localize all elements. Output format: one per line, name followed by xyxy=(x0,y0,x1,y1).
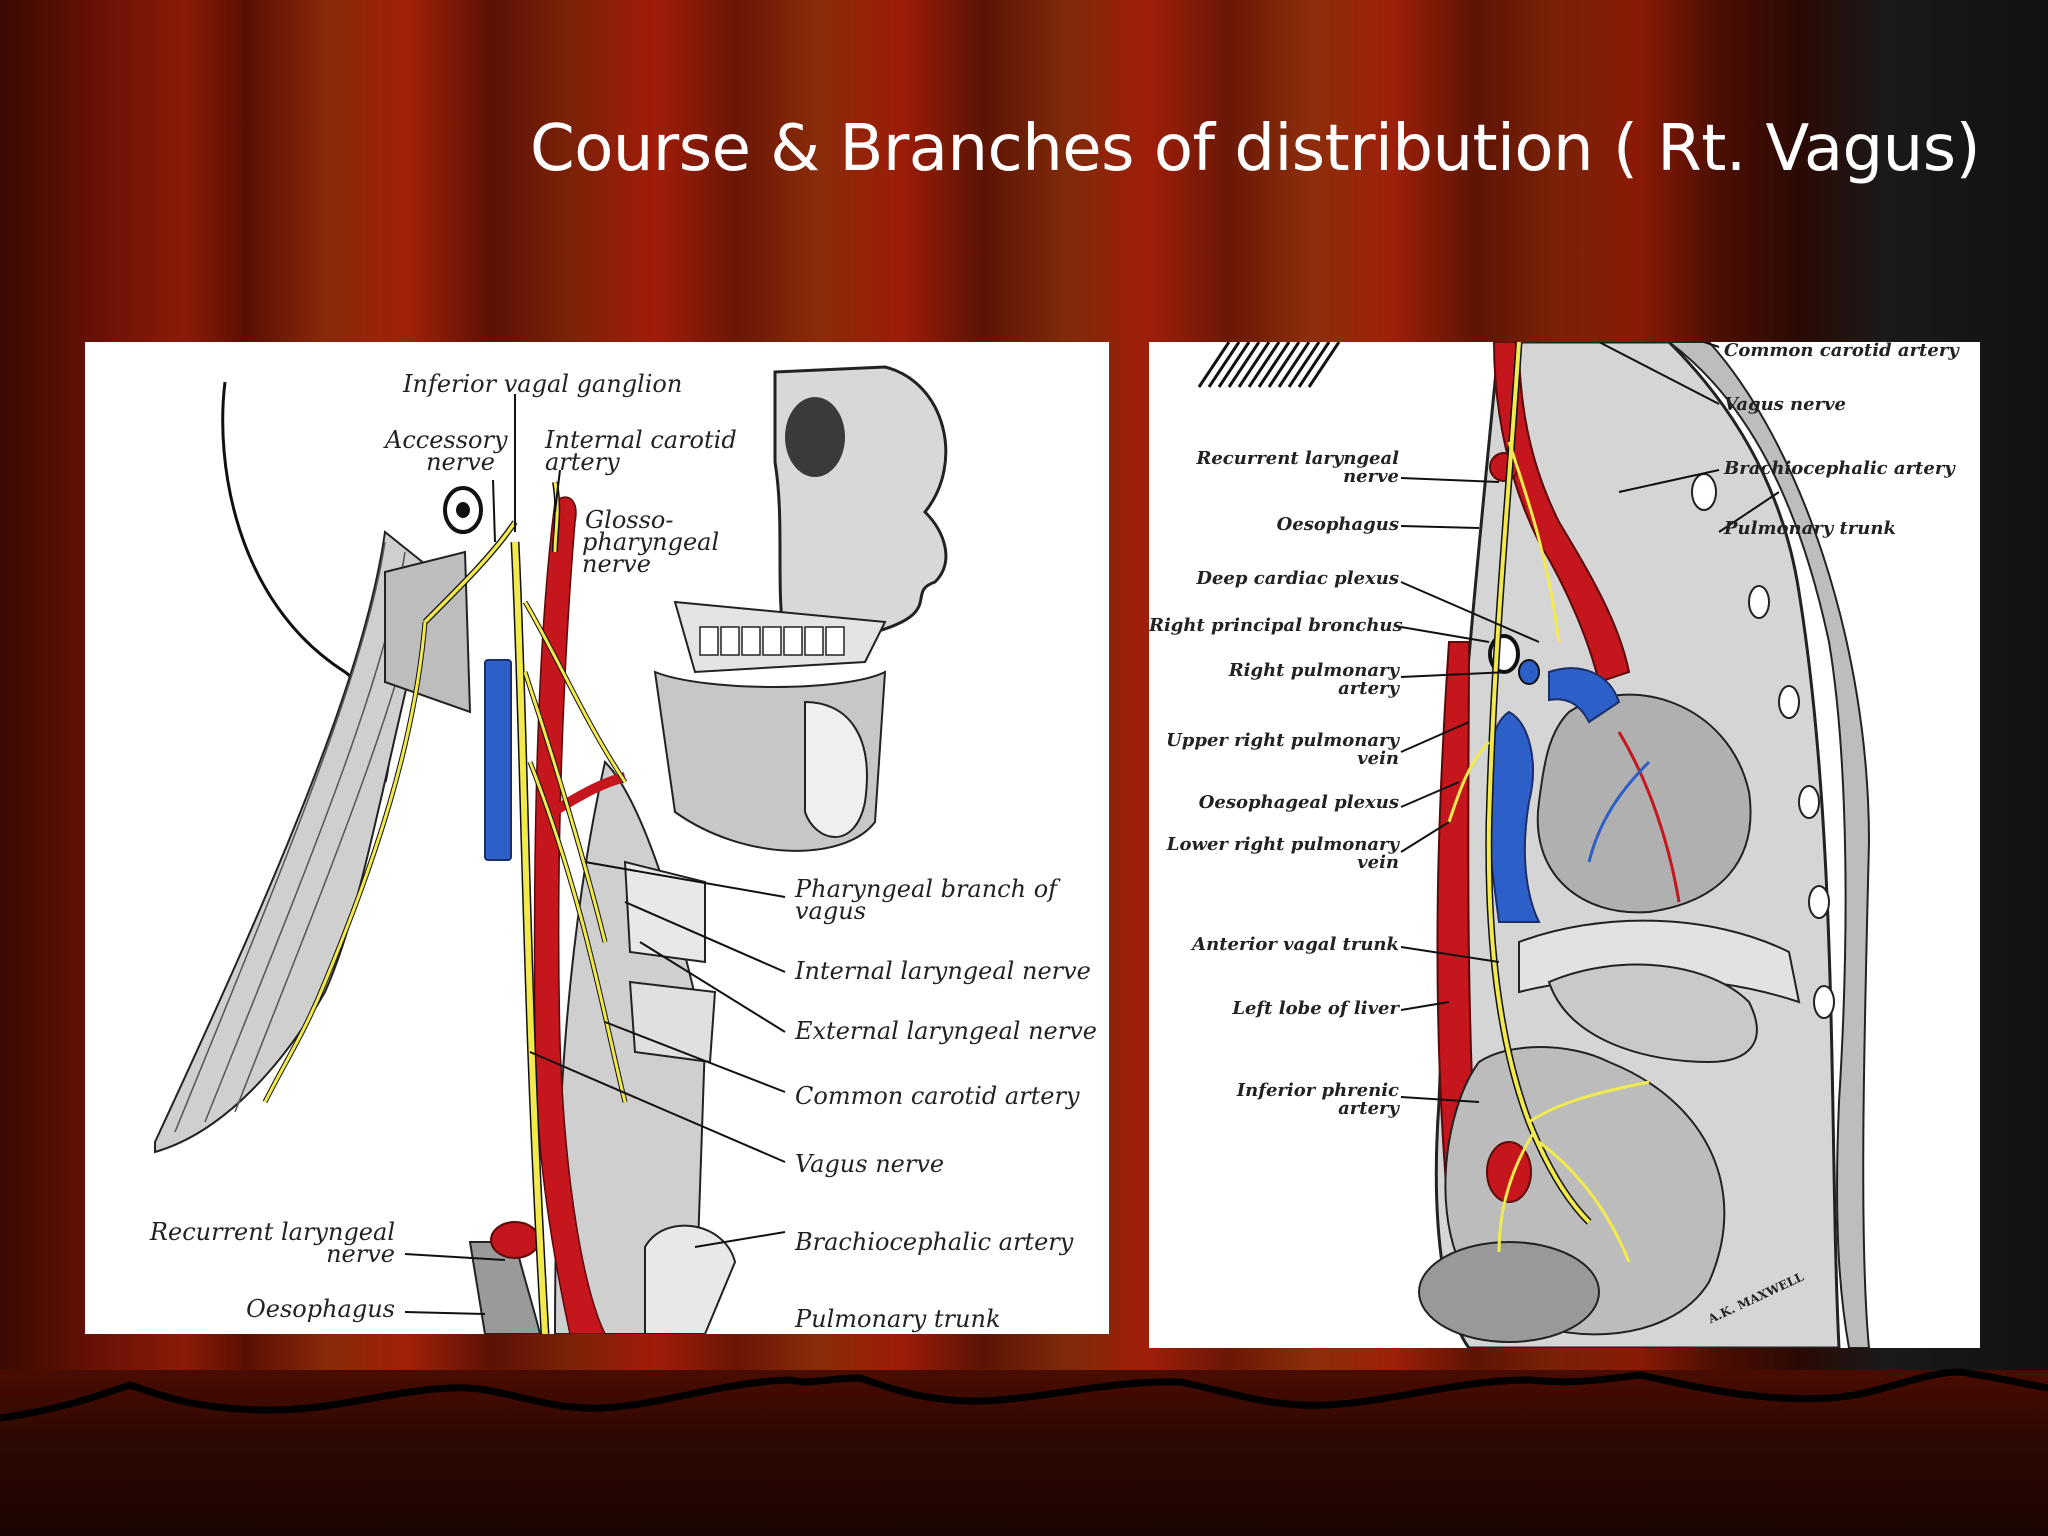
label-vagus-nerve: Vagus nerve xyxy=(1724,394,1846,415)
label-accessory-nerve-2: nerve xyxy=(426,448,495,476)
label-common-carotid-artery: Common carotid artery xyxy=(1724,342,1959,361)
label-pulmonary-trunk: Pulmonary trunk xyxy=(1724,518,1896,539)
label-inferior-phrenic-artery-1: Inferior phrenic xyxy=(1236,1080,1399,1101)
label-glosso-2: pharyngeal xyxy=(582,528,720,556)
label-glosso-3: nerve xyxy=(582,550,651,578)
label-upper-right-pulmonary-vein-1: Upper right pulmonary xyxy=(1166,730,1399,751)
label-lower-right-pulmonary-vein-2: vein xyxy=(1357,852,1399,873)
label-right-principal-bronchus: Right principal bronchus xyxy=(1149,615,1403,636)
label-internal-carotid-2: artery xyxy=(545,448,620,476)
label-pharyngeal-branch-2: vagus xyxy=(795,897,867,925)
label-recurrent-laryngeal-2: nerve xyxy=(326,1240,395,1268)
label-brachiocephalic-artery: Brachiocephalic artery xyxy=(1724,458,1955,479)
neck-illustration xyxy=(154,365,948,1334)
label-vagus-nerve: Vagus nerve xyxy=(795,1150,945,1178)
label-common-carotid: Common carotid artery xyxy=(795,1082,1080,1110)
label-left-lobe-of-liver: Left lobe of liver xyxy=(1232,998,1399,1019)
label-inferior-phrenic-artery-2: artery xyxy=(1338,1098,1399,1119)
label-recurrent-laryngeal-1: Recurrent laryngeal xyxy=(149,1218,395,1246)
label-deep-cardiac-plexus: Deep cardiac plexus xyxy=(1196,568,1399,589)
label-pulmonary-trunk: Pulmonary trunk xyxy=(795,1305,1001,1333)
label-right-pulmonary-artery-1: Right pulmonary xyxy=(1228,660,1399,681)
label-brachiocephalic-artery: Brachiocephalic artery xyxy=(795,1228,1074,1256)
thorax-illustration xyxy=(1197,342,1871,1348)
label-external-laryngeal: External laryngeal nerve xyxy=(795,1017,1097,1045)
slide-title: Course & Branches of distribution ( Rt. … xyxy=(530,112,1981,186)
label-recurrent-laryngeal-2: nerve xyxy=(1343,466,1399,487)
label-lower-right-pulmonary-vein-1: Lower right pulmonary xyxy=(1166,834,1399,855)
label-anterior-vagal-trunk: Anterior vagal trunk xyxy=(1192,934,1399,955)
label-oesophagus: Oesophagus xyxy=(246,1295,395,1323)
label-oesophagus: Oesophagus xyxy=(1276,514,1399,535)
label-glosso-1: Glosso- xyxy=(585,506,674,534)
label-pharyngeal-branch-1: Pharyngeal branch of xyxy=(795,875,1058,903)
label-inferior-vagal-ganglion: Inferior vagal ganglion xyxy=(403,370,683,398)
left-anatomy-figure: Inferior vagal ganglion Accessory nerve … xyxy=(85,342,1109,1334)
label-internal-carotid-1: Internal carotid xyxy=(545,426,737,454)
label-right-pulmonary-artery-2: artery xyxy=(1338,678,1399,699)
label-upper-right-pulmonary-vein-2: vein xyxy=(1357,748,1399,769)
label-recurrent-laryngeal-1: Recurrent laryngeal xyxy=(1196,448,1399,469)
right-anatomy-figure: Common carotid artery Vagus nerve Brachi… xyxy=(1149,342,1980,1348)
label-internal-laryngeal: Internal laryngeal nerve xyxy=(795,957,1091,985)
label-oesophageal-plexus: Oesophageal plexus xyxy=(1198,792,1399,813)
label-accessory-nerve-1: Accessory xyxy=(385,426,508,454)
